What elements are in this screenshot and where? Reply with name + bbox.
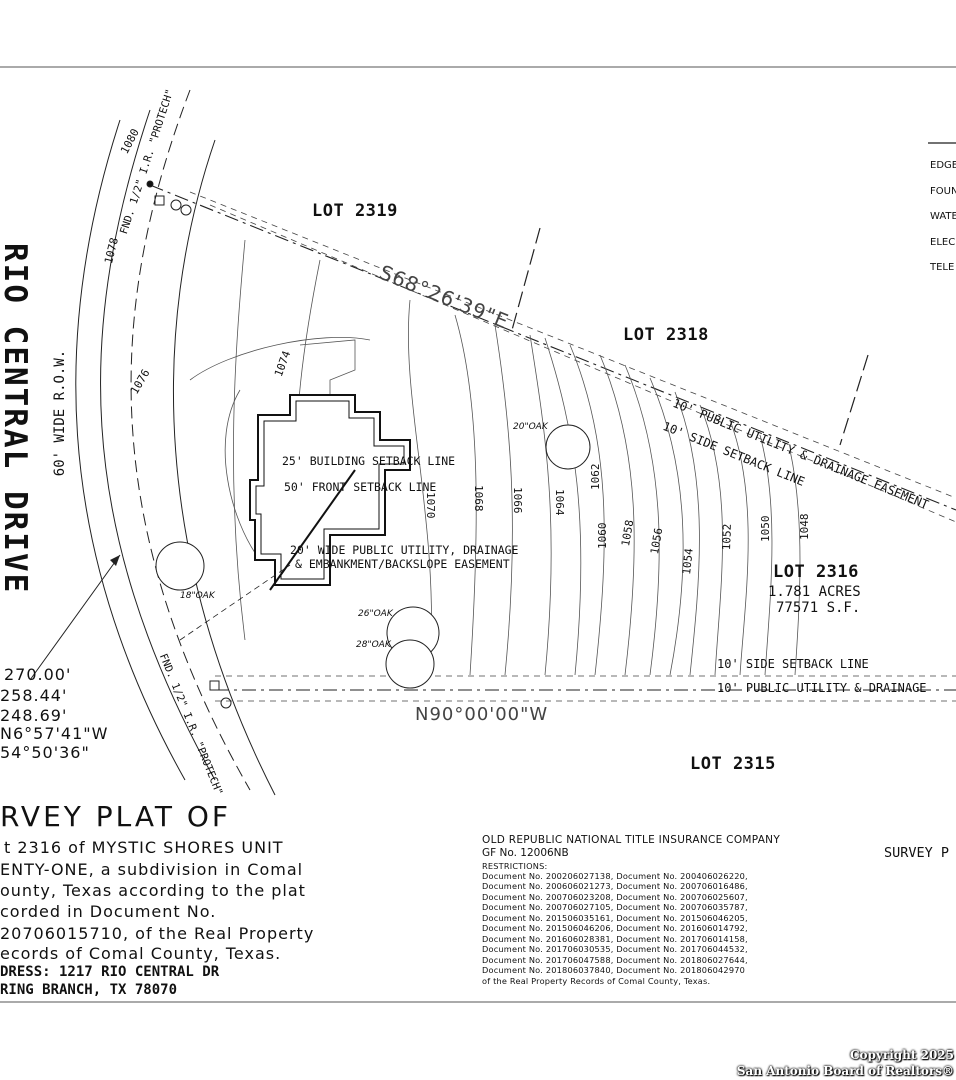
curve-delta: 54°50'36": [0, 743, 90, 762]
iron-rod-markers: [146, 180, 232, 709]
tree-label: 20"OAK: [513, 422, 548, 432]
house-diagonal: [269, 469, 356, 591]
restriction-line: Document No. 200206027138, Document No. …: [482, 871, 748, 881]
copyright-line-1: Copyright 2025: [849, 1048, 954, 1062]
restriction-line: Document No. 201606028381, Document No. …: [482, 934, 748, 944]
curve-chord-bearing: N6°57'41"W: [0, 724, 109, 743]
tree-label: 18"OAK: [180, 591, 215, 601]
contour-label: 1060: [596, 522, 609, 550]
restriction-line: Document No. 201706030535, Document No. …: [482, 944, 748, 954]
curve-leader-arrow: [110, 555, 120, 566]
lot-divider-east: [839, 354, 869, 446]
lot-subject-label: LOT 2316: [773, 562, 859, 582]
restriction-footer: of the Real Property Records of Comal Co…: [482, 976, 711, 986]
house-footprint: [249, 394, 411, 586]
legend-item: ELEC: [930, 237, 956, 248]
lot-north-label: LOT 2319: [312, 201, 398, 221]
tree-label: 26"OAK: [358, 609, 393, 619]
lot-divider-north: [511, 227, 541, 331]
tree-label: 28"OAK: [356, 640, 391, 650]
bearing-south: N90°00'00"W: [415, 704, 549, 725]
easement-leader: [179, 564, 291, 641]
lot-acres: 1.781 ACRES: [768, 584, 861, 600]
south-utility-label: 10' PUBLIC UTILITY & DRAINAGE: [717, 681, 927, 695]
lot-northeast-label: LOT 2318: [623, 325, 709, 345]
contour-lines: [189, 239, 801, 676]
contour-label: 1064: [553, 489, 566, 516]
contour-label: 1068: [472, 485, 485, 512]
contour-label: 1066: [511, 487, 524, 514]
trees: [155, 424, 591, 689]
copyright-line-2: San Antonio Board of Realtors®: [736, 1064, 954, 1078]
survey-label: SURVEY P: [884, 845, 950, 861]
legend-item: WATE: [930, 211, 956, 222]
wide-utility-label-1: 20' WIDE PUBLIC UTILITY, DRAINAGE: [290, 543, 519, 557]
south-side-setback-label: 10' SIDE SETBACK LINE: [717, 657, 869, 671]
lot-south-label: LOT 2315: [690, 754, 776, 774]
title-line: ounty, Texas according to the plat: [0, 881, 306, 900]
legend-item: TELE: [930, 262, 955, 273]
curve-radius: 270.00': [4, 665, 72, 684]
property-city: RING BRANCH, TX 78070: [0, 982, 178, 998]
curve-length: 258.44': [0, 686, 68, 705]
building-setback-label: 25' BUILDING SETBACK LINE: [282, 454, 456, 468]
driveway: [299, 339, 356, 400]
contour-label: 1048: [798, 513, 811, 541]
front-setback-label: 50' FRONT SETBACK LINE: [284, 480, 437, 494]
legend-item: EDGE: [930, 160, 956, 171]
title-line: t 2316 of MYSTIC SHORES UNIT: [4, 838, 284, 857]
curve-leader: [29, 554, 121, 681]
title-line: ecords of Comal County, Texas.: [0, 944, 282, 963]
curve-chord: 248.69': [0, 706, 68, 725]
title-heading: RVEY PLAT OF: [0, 800, 232, 833]
title-line: 20706015710, of the Real Property: [0, 924, 315, 943]
wide-utility-label-2: & EMBANKMENT/BACKSLOPE EASEMENT: [295, 557, 510, 571]
contour-label: 1070: [424, 492, 437, 519]
restriction-line: Document No. 200706027105, Document No. …: [482, 902, 748, 912]
contour-label: 1052: [720, 523, 734, 551]
lot-sqft: 77571 S.F.: [776, 600, 861, 616]
title-company-gf: GF No. 12006NB: [482, 847, 569, 859]
legend-item: FOUN: [930, 186, 956, 197]
contour-label: 1054: [680, 547, 696, 576]
restriction-line: Document No. 200706023208, Document No. …: [482, 892, 748, 902]
north-property-line: [149, 184, 956, 511]
street-name: RIO CENTRAL DRIVE: [0, 243, 33, 595]
restriction-line: Document No. 201706047588, Document No. …: [482, 955, 748, 965]
title-company-name: OLD REPUBLIC NATIONAL TITLE INSURANCE CO…: [482, 834, 781, 846]
contour-label: 1062: [589, 463, 602, 491]
restriction-line: Document No. 201806037840, Document No. …: [482, 965, 746, 975]
street-edges: [75, 89, 276, 796]
restrictions-label: RESTRICTIONS:: [482, 861, 548, 871]
restriction-line: Document No. 201506046206, Document No. …: [482, 923, 748, 933]
ne-easement-line: [189, 191, 956, 499]
restriction-line: Document No. 200606021273, Document No. …: [482, 881, 748, 891]
ne-setback-line: [209, 204, 956, 523]
restriction-line: Document No. 201506035161, Document No. …: [482, 913, 748, 923]
title-line: corded in Document No.: [0, 902, 217, 921]
contour-label: 1050: [759, 515, 772, 543]
street-row: 60' WIDE R.O.W.: [52, 349, 68, 477]
property-address: DRESS: 1217 RIO CENTRAL DR: [0, 964, 220, 980]
title-line: ENTY-ONE, a subdivision in Comal: [0, 860, 304, 879]
